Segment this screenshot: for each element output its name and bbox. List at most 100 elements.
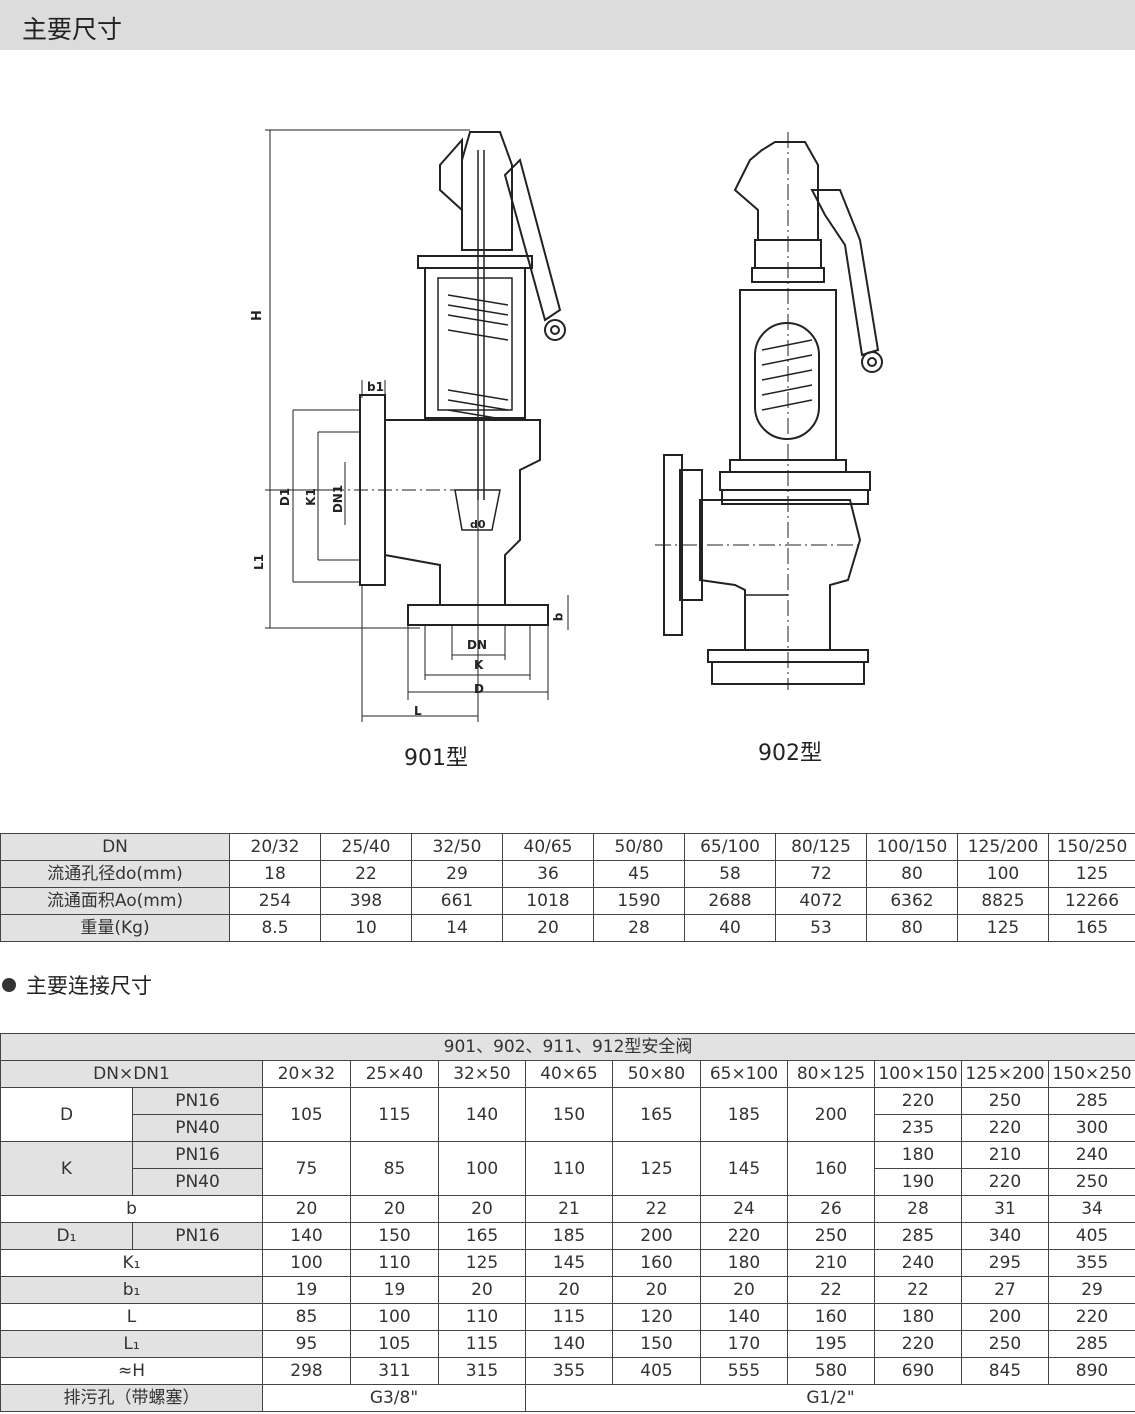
table-cell: 295 bbox=[961, 1249, 1049, 1277]
flow-spec-table: DN 20/32 25/40 32/50 40/65 50/80 65/100 … bbox=[0, 833, 1135, 942]
table-cell: 110 bbox=[350, 1249, 439, 1277]
table-cell: 220 bbox=[874, 1087, 962, 1115]
table-row: 排污孔（带螺塞） G3/8" G1/2" bbox=[0, 1384, 1135, 1412]
table-cell: 140 bbox=[700, 1303, 788, 1331]
table-cell: 190 bbox=[874, 1168, 962, 1196]
table-cell: 200 bbox=[961, 1303, 1049, 1331]
section-heading-text: 主要连接尺寸 bbox=[26, 974, 152, 998]
header-cell: 50×80 bbox=[612, 1060, 701, 1088]
table-cell: 20 bbox=[525, 1276, 613, 1304]
dim-label-L: L bbox=[414, 704, 422, 718]
table-cell: 20 bbox=[262, 1195, 351, 1223]
table-cell: 1018 bbox=[502, 887, 594, 915]
table-cell: 210 bbox=[787, 1249, 875, 1277]
table-cell: 150 bbox=[525, 1087, 613, 1142]
row-label: K bbox=[0, 1141, 133, 1196]
table-cell: 200 bbox=[612, 1222, 701, 1250]
table-cell: 120 bbox=[612, 1303, 701, 1331]
table-cell: 22 bbox=[612, 1195, 701, 1223]
row-label: L₁ bbox=[0, 1330, 263, 1358]
table-cell: 14 bbox=[411, 914, 503, 942]
table-row: D₁ PN16 140 150 165 185 200 220 250 285 … bbox=[0, 1222, 1135, 1250]
table-cell: 250 bbox=[787, 1222, 875, 1250]
dim-label-K1: K1 bbox=[303, 488, 318, 506]
table-cell: 165 bbox=[612, 1087, 701, 1142]
table-cell: 250 bbox=[961, 1087, 1049, 1115]
table-cell: 140 bbox=[438, 1087, 526, 1142]
table-cell: 125 bbox=[957, 914, 1049, 942]
table-cell: 115 bbox=[525, 1303, 613, 1331]
table-cell: 80 bbox=[866, 860, 958, 888]
table-cell: 24 bbox=[700, 1195, 788, 1223]
table-cell: 250 bbox=[961, 1330, 1049, 1358]
table-cell: 110 bbox=[525, 1141, 613, 1196]
table-cell: 170 bbox=[700, 1330, 788, 1358]
table-cell: 160 bbox=[787, 1303, 875, 1331]
table-row: b₁ 19 19 20 20 20 20 22 22 27 29 bbox=[0, 1276, 1135, 1304]
header-cell: 20/32 bbox=[229, 833, 321, 861]
valve-drawings bbox=[265, 129, 883, 722]
section-heading: 主要连接尺寸 bbox=[2, 970, 152, 1000]
table-cell: 200 bbox=[787, 1087, 875, 1142]
table-cell: 125 bbox=[438, 1249, 526, 1277]
table-cell: 20 bbox=[438, 1195, 526, 1223]
table-cell: 220 bbox=[961, 1114, 1049, 1142]
table-cell: 18 bbox=[229, 860, 321, 888]
table-cell: 29 bbox=[411, 860, 503, 888]
table-cell: 145 bbox=[700, 1141, 788, 1196]
table-cell: 300 bbox=[1047, 1114, 1135, 1142]
section-title: 主要尺寸 bbox=[22, 15, 123, 44]
table-cell: 36 bbox=[502, 860, 594, 888]
pn-label: PN16 bbox=[132, 1141, 263, 1169]
table-cell: 285 bbox=[874, 1222, 962, 1250]
table-cell: 240 bbox=[1047, 1141, 1135, 1169]
row-label: ≈H bbox=[0, 1357, 263, 1385]
caption-901: 901型 bbox=[404, 746, 468, 771]
table-cell: 160 bbox=[787, 1141, 875, 1196]
header-cell: 150×250 bbox=[1047, 1060, 1135, 1088]
row-label: 重量(Kg) bbox=[0, 914, 230, 942]
header-cell: 80/125 bbox=[775, 833, 867, 861]
header-cell: 125×200 bbox=[961, 1060, 1049, 1088]
table-cell: 19 bbox=[262, 1276, 351, 1304]
header-cell: 32×50 bbox=[438, 1060, 526, 1088]
table-cell: 125 bbox=[1048, 860, 1135, 888]
row-label: D bbox=[0, 1087, 133, 1142]
section-header: 主要尺寸 bbox=[0, 0, 1135, 50]
table-cell: 165 bbox=[1048, 914, 1135, 942]
table-cell: 355 bbox=[525, 1357, 613, 1385]
table-cell: 31 bbox=[961, 1195, 1049, 1223]
dim-label-H: H bbox=[249, 310, 265, 321]
row-label: 流通孔径do(mm) bbox=[0, 860, 230, 888]
header-cell: DN bbox=[0, 833, 230, 861]
header-cell: 125/200 bbox=[957, 833, 1049, 861]
table-cell: G1/2" bbox=[524, 1384, 1135, 1412]
table-cell: 890 bbox=[1047, 1357, 1135, 1385]
table-cell: 235 bbox=[874, 1114, 962, 1142]
table-cell: 140 bbox=[525, 1330, 613, 1358]
table-cell: 220 bbox=[961, 1168, 1049, 1196]
table-cell: 1590 bbox=[593, 887, 685, 915]
table-cell: 555 bbox=[700, 1357, 788, 1385]
table-cell: 100 bbox=[438, 1141, 526, 1196]
dim-label-D: D bbox=[474, 682, 484, 696]
table-cell: 285 bbox=[1047, 1087, 1135, 1115]
table-cell: 20 bbox=[438, 1276, 526, 1304]
table-cell: 8.5 bbox=[229, 914, 321, 942]
table-cell: 21 bbox=[525, 1195, 613, 1223]
table-cell: 20 bbox=[350, 1195, 439, 1223]
header-cell: 20×32 bbox=[262, 1060, 351, 1088]
table-cell: 110 bbox=[438, 1303, 526, 1331]
table-cell: 150 bbox=[612, 1330, 701, 1358]
header-cell: 25×40 bbox=[350, 1060, 439, 1088]
header-cell: 65×100 bbox=[700, 1060, 788, 1088]
table-cell: 100 bbox=[262, 1249, 351, 1277]
table-cell: 115 bbox=[438, 1330, 526, 1358]
table-cell: 27 bbox=[961, 1276, 1049, 1304]
table-cell: 22 bbox=[787, 1276, 875, 1304]
table-cell: 100 bbox=[957, 860, 1049, 888]
header-cell: 25/40 bbox=[320, 833, 412, 861]
table-title-row: 901、902、911、912型安全阀 bbox=[0, 1033, 1135, 1061]
table-cell: 6362 bbox=[866, 887, 958, 915]
dim-label-b: b bbox=[551, 612, 566, 622]
